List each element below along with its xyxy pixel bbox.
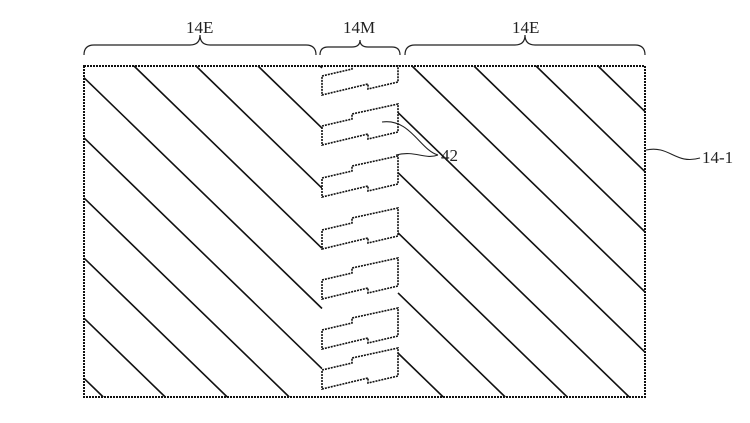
label-14e-left: 14E <box>186 18 214 37</box>
leader-lines <box>381 121 701 160</box>
hatch-line <box>397 232 568 398</box>
hatch-line <box>83 137 323 370</box>
label-14-1: 14-1 <box>702 148 734 167</box>
hatch-line <box>397 111 646 353</box>
hatch-line <box>83 377 104 398</box>
brace-right-14e <box>404 34 646 56</box>
brace-left-14e <box>83 34 317 56</box>
label-14m: 14M <box>343 18 376 37</box>
hatch-line <box>83 197 290 398</box>
hatch-line <box>83 77 323 310</box>
hatch-line <box>83 317 166 398</box>
brace-middle-14m <box>319 39 401 56</box>
middle-zigzag-features <box>321 65 399 391</box>
hatch-line <box>195 65 323 189</box>
left-hatch-lines <box>83 65 323 398</box>
zigzag-feature-42 <box>321 103 399 147</box>
label-14e-right: 14E <box>512 18 540 37</box>
zigzag-feature-42 <box>321 257 399 301</box>
panel-outline <box>83 65 646 398</box>
hatch-line <box>397 172 630 398</box>
zigzag-feature-42 <box>321 307 399 351</box>
hatch-line <box>597 65 646 113</box>
hatch-line <box>535 65 646 173</box>
hatch-line <box>133 65 323 249</box>
hatch-line <box>397 352 444 398</box>
hatch-line <box>411 65 646 293</box>
zigzag-feature-42 <box>321 207 399 251</box>
leader-14-1 <box>645 148 701 160</box>
hatch-line <box>257 65 323 129</box>
leader-42-a <box>381 121 439 156</box>
hatch-line <box>473 65 646 233</box>
zigzag-feature-42 <box>321 65 399 97</box>
region-braces <box>83 34 646 56</box>
label-42: 42 <box>441 146 458 165</box>
leader-42-b <box>395 153 439 157</box>
zigzag-feature-42 <box>321 155 399 199</box>
hatch-line <box>397 292 506 398</box>
right-hatch-lines <box>397 65 646 398</box>
zigzag-feature-42 <box>321 347 399 391</box>
hatch-line <box>83 257 228 398</box>
